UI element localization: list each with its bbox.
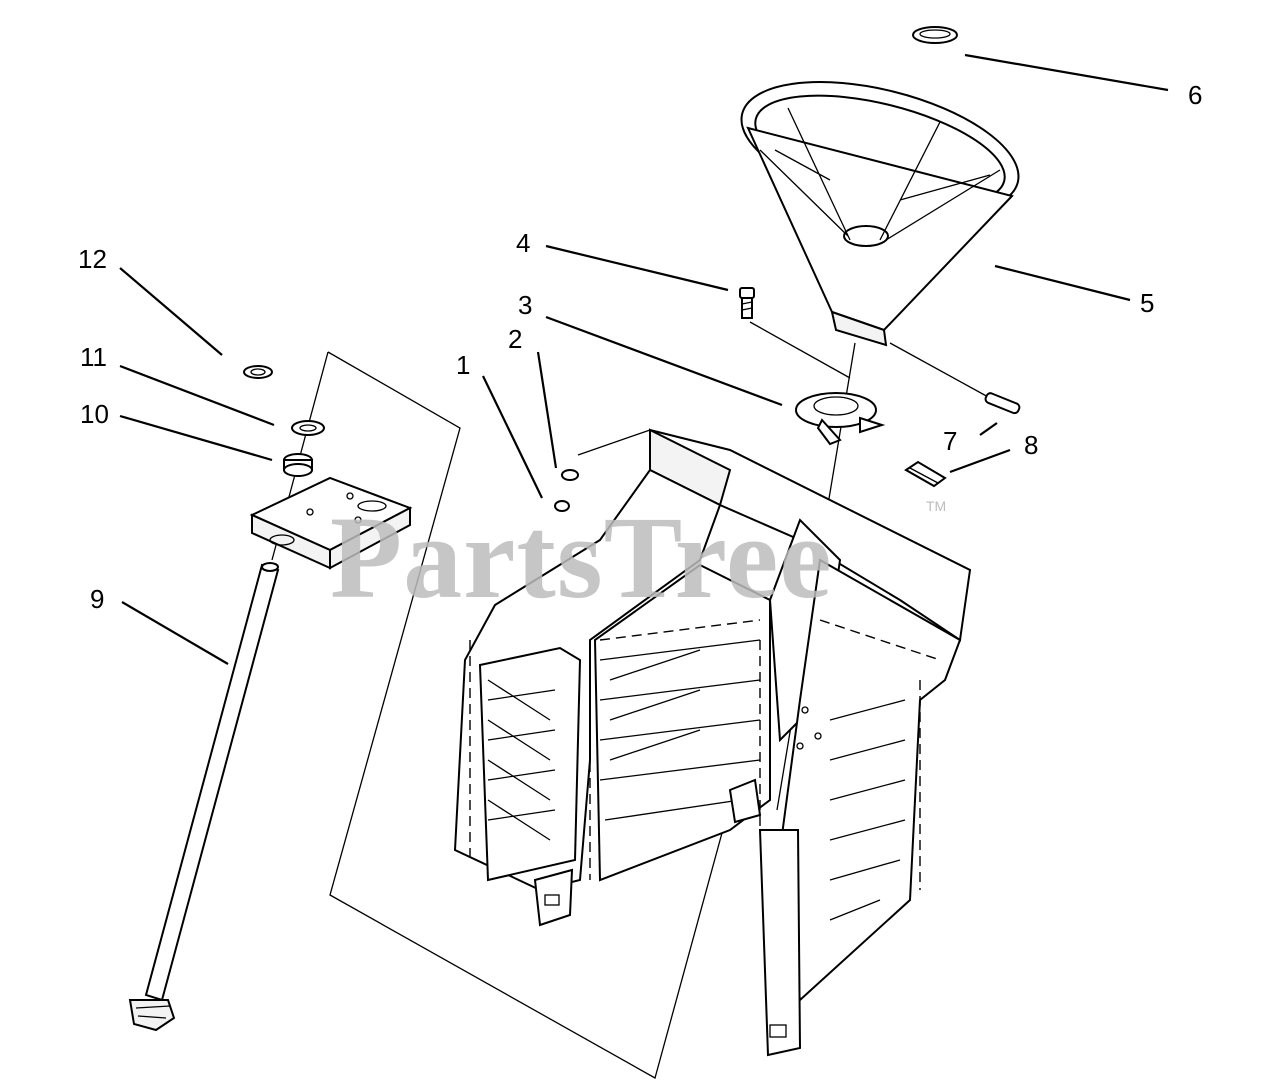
part-12-retaining-ring xyxy=(243,365,273,379)
callout-10: 10 xyxy=(80,399,109,429)
callout-12: 12 xyxy=(78,244,107,274)
dash-console-housing xyxy=(453,428,972,1057)
mounting-plate xyxy=(249,476,413,570)
part-3-hub-adapter xyxy=(795,392,886,446)
callout-8: 8 xyxy=(1024,430,1039,460)
part-5-steering-wheel xyxy=(740,81,1020,347)
part-11-washer xyxy=(291,420,325,436)
callout-3: 3 xyxy=(518,290,533,320)
part-4-screw xyxy=(739,287,755,319)
callout-4: 4 xyxy=(516,228,531,258)
callout-5: 5 xyxy=(1140,288,1155,318)
watermark-text: PartsTree xyxy=(330,492,833,623)
part-2-washer xyxy=(561,469,579,481)
callout-6: 6 xyxy=(1188,80,1203,110)
callout-11: 11 xyxy=(80,342,107,372)
callout-1: 1 xyxy=(456,350,471,380)
part-8-clip xyxy=(904,460,947,488)
part-6-steering-cap xyxy=(912,26,958,44)
callout-7: 7 xyxy=(943,426,958,456)
leader-lines xyxy=(119,53,1169,665)
callout-9: 9 xyxy=(90,584,105,614)
part-9-steering-shaft xyxy=(128,562,280,1032)
part-7-pin xyxy=(984,392,1021,415)
callout-2: 2 xyxy=(508,324,523,354)
part-1-nut xyxy=(554,500,570,512)
part-10-bushing xyxy=(283,453,313,477)
trademark-mark: TM xyxy=(926,498,947,514)
